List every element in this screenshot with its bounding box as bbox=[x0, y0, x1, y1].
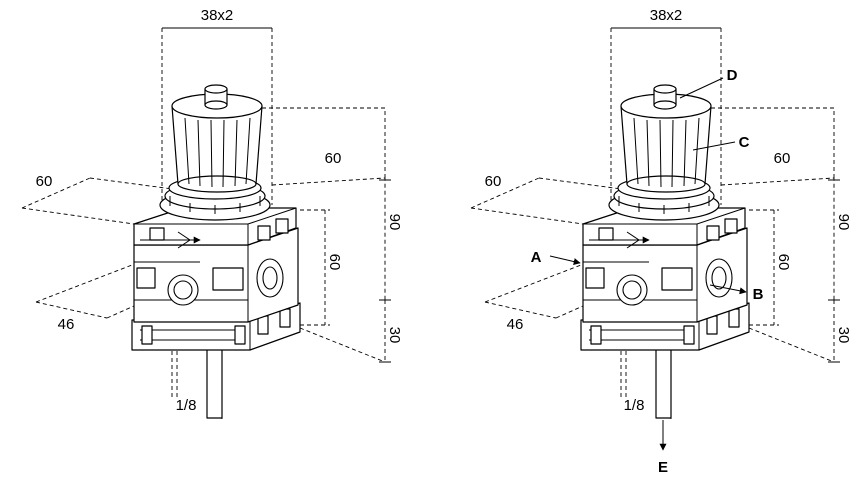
label-a: A bbox=[531, 249, 542, 266]
right-regulator-figure: 38x2 60 60 90 60 30 46 1/8 A B C D E bbox=[470, 7, 852, 476]
right-dim-height-bottom: 30 bbox=[835, 327, 852, 344]
left-dim-height-total: 90 bbox=[386, 214, 403, 231]
right-dim-depth-left: 60 bbox=[485, 173, 502, 190]
right-dim-depth-right: 60 bbox=[774, 150, 791, 167]
right-dim-port: 1/8 bbox=[624, 397, 645, 414]
label-c: C bbox=[739, 134, 750, 151]
left-regulator-figure: 38x2 60 60 90 60 30 46 1/8 bbox=[21, 7, 403, 421]
left-dim-port: 1/8 bbox=[176, 397, 197, 414]
label-e: E bbox=[658, 459, 668, 476]
right-dim-width: 46 bbox=[507, 316, 524, 333]
left-regulator-body bbox=[132, 85, 300, 418]
left-dim-height-mid: 60 bbox=[326, 254, 343, 271]
left-dim-top: 38x2 bbox=[201, 7, 234, 24]
leader-d bbox=[679, 77, 724, 99]
inlet-arrow bbox=[549, 255, 581, 265]
left-dim-depth-right: 60 bbox=[325, 150, 342, 167]
right-dim-top: 38x2 bbox=[650, 7, 683, 24]
left-dim-depth-left: 60 bbox=[36, 173, 53, 190]
label-b: B bbox=[753, 286, 764, 303]
right-regulator-body bbox=[581, 85, 749, 418]
outlet-arrow bbox=[709, 284, 747, 295]
right-dim-height-mid: 60 bbox=[775, 254, 792, 271]
leader-c bbox=[692, 141, 736, 151]
left-dim-width: 46 bbox=[58, 316, 75, 333]
right-dim-height-total: 90 bbox=[835, 214, 852, 231]
left-dim-height-bottom: 30 bbox=[386, 327, 403, 344]
label-d: D bbox=[727, 67, 738, 84]
